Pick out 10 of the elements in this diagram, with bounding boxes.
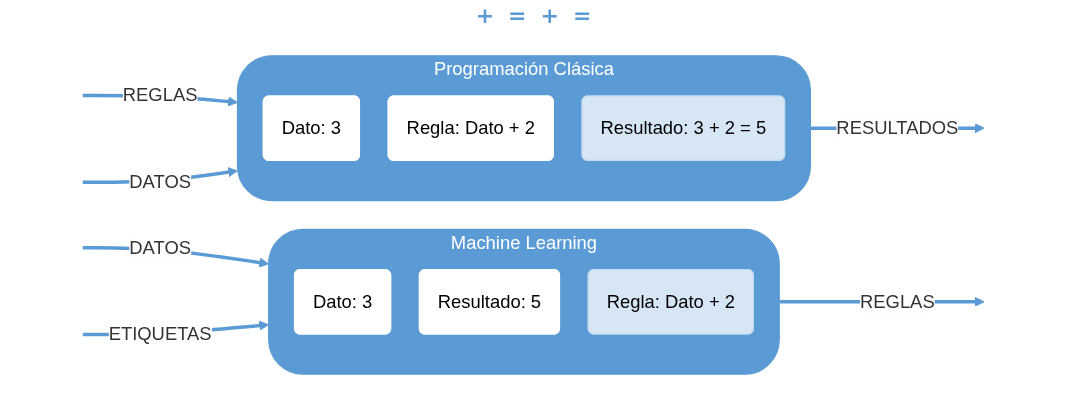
operator-symbol: + (475, 2, 495, 28)
edge-label: ETIQUETAS (108, 324, 212, 344)
operator-symbol: = (508, 2, 527, 28)
edge-label: RESULTADOS (836, 117, 959, 138)
operator-symbol: + (540, 2, 559, 28)
edge-label: DATOS (129, 171, 191, 192)
edge-label: REGLAS (860, 291, 935, 312)
edge-label: REGLAS (122, 85, 198, 105)
edge-label: DATOS (129, 237, 191, 257)
operator-symbol: = (572, 2, 592, 28)
